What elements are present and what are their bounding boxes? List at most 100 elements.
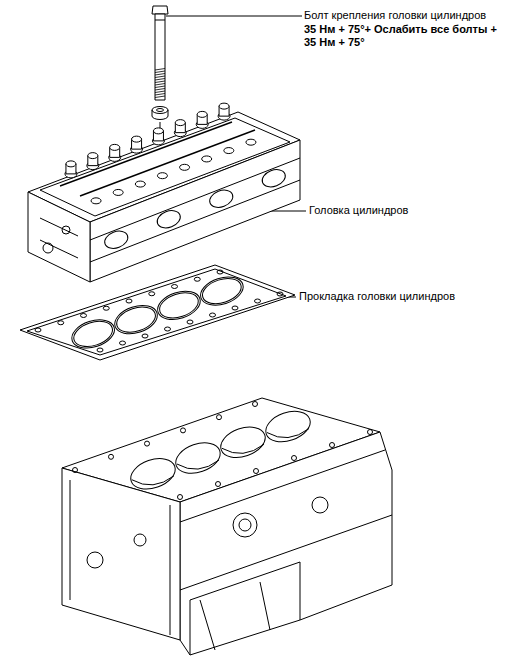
engine-block (312, 497, 328, 513)
block-bores (222, 444, 264, 453)
gasket-bores (199, 274, 244, 308)
valve-springs (91, 198, 101, 204)
gasket-bores (35, 270, 283, 353)
valve-springs (110, 144, 120, 150)
engine-block (70, 480, 170, 635)
part-label: Прокладка головки цилиндров (299, 290, 455, 303)
engine-block (180, 450, 385, 522)
engine-block (180, 432, 392, 655)
head-ports (102, 166, 288, 251)
block-bores (177, 460, 219, 469)
valve-springs (180, 164, 190, 170)
block-bores (254, 469, 259, 474)
bolt-thread (155, 74, 165, 76)
gasket-bores (172, 285, 178, 289)
gasket-bores (149, 292, 155, 296)
valve-springs (153, 128, 163, 134)
engine-block (87, 552, 103, 568)
engine-block (190, 562, 300, 655)
washer (152, 107, 168, 120)
bolt-thread (155, 79, 165, 81)
cylinder-head (90, 180, 300, 262)
valve-springs (135, 181, 145, 187)
cylinder-head (62, 226, 70, 234)
block-bores (181, 428, 186, 433)
block-bores (73, 468, 78, 473)
block-bores (73, 402, 373, 500)
block-bores (109, 454, 114, 459)
gasket-bores (81, 314, 87, 318)
head-ports (207, 187, 235, 211)
part-label: Болт крепления головки цилиндров (304, 9, 486, 22)
valve-springs (175, 120, 185, 126)
head-bolt (155, 20, 165, 21)
cylinder-head (28, 192, 90, 282)
valve-springs (65, 103, 256, 204)
valve-springs (113, 189, 123, 195)
gasket-bores (68, 315, 118, 353)
block-bores (127, 453, 180, 494)
gasket-bores (35, 328, 41, 332)
block-bores (253, 402, 258, 407)
head-gasket (27, 269, 286, 355)
block-bores (132, 476, 174, 485)
bolt-thread (155, 86, 165, 88)
block-bores (368, 430, 373, 435)
valve-springs (88, 153, 98, 159)
valve-springs (224, 148, 234, 154)
gasket-bores (58, 321, 64, 325)
gasket-bores (120, 341, 126, 345)
valve-springs (157, 173, 167, 179)
gasket-bores (277, 292, 283, 296)
cylinder-head (43, 243, 53, 253)
block-bores (262, 406, 315, 447)
engine-block (200, 582, 270, 650)
gasket-bores (113, 303, 158, 337)
head-ports (102, 228, 130, 252)
bolt-thread (155, 94, 165, 96)
head-gasket (20, 265, 295, 360)
bolt-thread (155, 69, 165, 71)
bolt-thread (155, 81, 165, 83)
gasket-bores (232, 306, 238, 310)
cylinder-head (90, 140, 300, 282)
gasket-bores (142, 334, 148, 338)
head-ports (260, 166, 288, 190)
gasket-bores (194, 277, 200, 281)
head-gasket (20, 265, 295, 360)
gasket-bores (97, 348, 103, 352)
block-bores (217, 422, 270, 463)
cylinder-head (90, 158, 300, 240)
leader-line (166, 16, 302, 17)
gasket-bores (154, 286, 204, 324)
valve-springs (66, 161, 76, 167)
head-bolt (152, 6, 168, 14)
block-bores (172, 437, 225, 478)
gasket-bores (217, 270, 223, 274)
gasket-bores (126, 299, 132, 303)
engine-block (62, 398, 392, 655)
cylinder-head (40, 218, 78, 258)
gasket-bores (165, 327, 171, 331)
engine-block (134, 534, 146, 546)
valve-springs (246, 139, 256, 145)
valve-springs (219, 103, 229, 109)
block-bores (292, 456, 297, 461)
head-bolt (152, 6, 168, 100)
block-bores (145, 441, 150, 446)
bolt-thread (155, 76, 165, 78)
gasket-bores (103, 306, 109, 310)
engine-block (233, 513, 257, 537)
block-bores (216, 482, 221, 487)
torque-note: 35 Нм + 75°+ Ослабить все болты + 35 Нм … (304, 23, 501, 49)
valve-springs (197, 111, 207, 117)
bolt-thread (155, 89, 165, 91)
engine-block (62, 468, 180, 640)
gasket-bores (197, 272, 247, 310)
bolt-thread (155, 96, 165, 98)
block-bores (330, 443, 335, 448)
head-bolt (155, 14, 165, 100)
bolt-thread (155, 84, 165, 86)
block-bores (217, 415, 222, 420)
